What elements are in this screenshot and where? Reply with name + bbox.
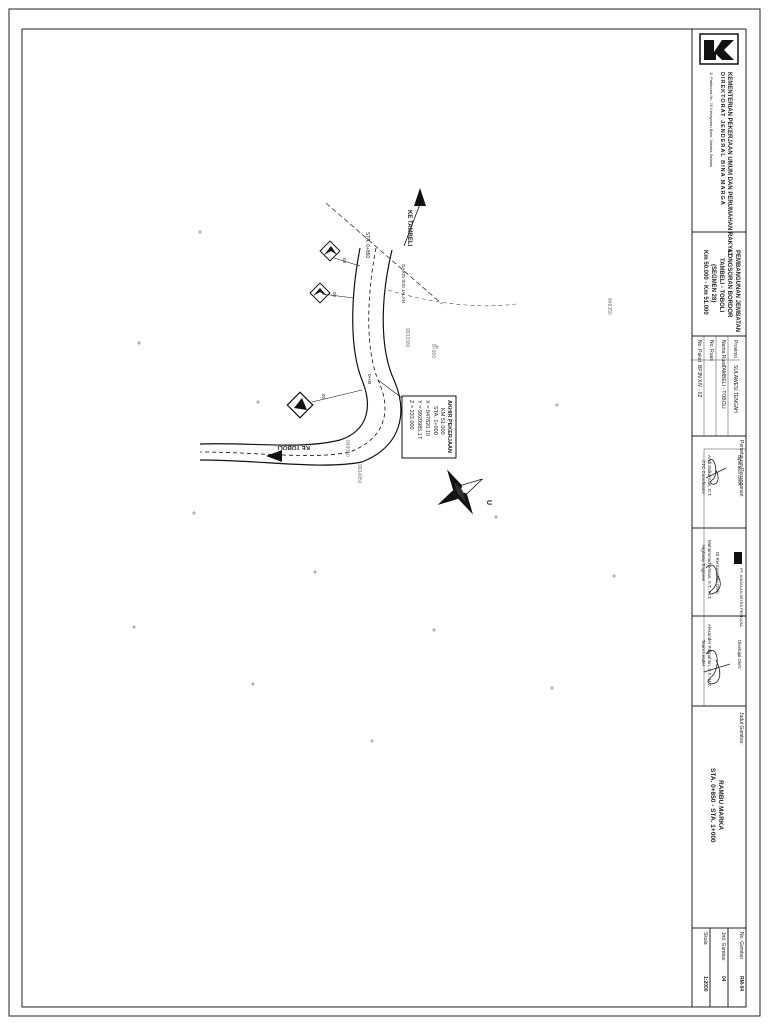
ministry-line2: DIREKTORAT JENDERAL BINA MARGA (719, 72, 725, 206)
drawn-by-label: Di Rencanakan Oleh: (715, 552, 720, 595)
ministry-line1: KEMENTERIAN PEKERJAAN UMUM DAN PERUMAHAN… (726, 72, 732, 257)
destination-north-label: KE TAMBELI (406, 210, 412, 247)
destination-west-label: KE TOBOLI (277, 444, 310, 450)
north-label: U (485, 500, 492, 506)
info-label-2: Nama Ruas (720, 340, 726, 367)
marker-side-label: GARIS SISI JALAN (401, 264, 406, 304)
grid-label-1: 9933380 (404, 328, 410, 348)
project-line1: PEMBANGUNAN JEMBATAN (734, 250, 740, 333)
sign-chevron-1 (319, 240, 341, 262)
endpoint-km: KM 51.000 (439, 408, 445, 435)
info-label-0: No. Paket (696, 340, 702, 362)
sign-label-3: 02 (321, 394, 326, 400)
approved-by-name: Alexander Pakpahan, S.T., M.T. (707, 624, 712, 688)
drawing-no-label: No. Gambar (738, 932, 744, 960)
drawing-title-label: Judul Gambar: (738, 712, 744, 745)
info-value-0: BPJN XIV - 02 (696, 365, 702, 398)
sign-chevron-2 (309, 282, 331, 304)
grid-label-4: 9934950 (356, 464, 362, 484)
endpoint-box (401, 395, 457, 459)
scale-value: 1:2000 (702, 976, 708, 992)
drawn-by-name: Muhammad Ikhsan, S.T., M.T. (707, 540, 712, 600)
drawn-by-company: PT. ANDALAN MITRA PERKASA (739, 568, 744, 627)
boundary-line (325, 202, 443, 305)
project-line5: Km 50.000 - Km 51.000 (702, 250, 708, 315)
road-direction-arrow (414, 188, 426, 206)
sheet-count-label: Jml. Gambar (720, 932, 726, 961)
designer-signature (705, 564, 721, 595)
drawing-title: RAMBU MARKA (717, 780, 724, 831)
grid-crosses (132, 230, 616, 743)
project-line3: TAMBELI - TOBOLI (718, 258, 724, 313)
station-start-label: STA. 0+850 (364, 232, 370, 259)
marker-label: 0+00 (367, 374, 372, 385)
drawing-subtitle: STA. 0+850 - STA. 1+000 (709, 768, 716, 843)
sign-warning (286, 391, 314, 419)
road-alignment (199, 247, 402, 466)
sheet-count: 04 (720, 976, 726, 982)
inner-border (21, 28, 747, 1008)
drawing-no: RM-04 (738, 976, 744, 992)
outer-border (8, 8, 761, 1017)
endpoint-z: Z = 233.000 (408, 400, 414, 430)
endpoint-x: X = 847820.10 (424, 400, 430, 436)
scale-label: Skala (702, 932, 708, 945)
approver-signature (703, 650, 731, 685)
approved-by-role: Team Leader (701, 640, 706, 667)
grid-label-3: 849050 (344, 440, 350, 457)
info-value-3: SULAWESI TENGAH (732, 365, 738, 413)
endpoint-y: Y = 9920985.17 (416, 400, 422, 439)
endpoint-title: AKHIR PEKERJAAN (446, 400, 452, 453)
project-line4: (SEGMEN 28) (710, 264, 716, 303)
approved-by-label: Disetujui Oleh: (737, 640, 742, 670)
endpoint-sta: STA. 1+000 (432, 406, 438, 435)
checked-by-role: CTC Coordinator (701, 460, 706, 495)
checker-signature (705, 459, 727, 485)
drawn-by-role: Highway Engineer (701, 545, 706, 582)
ministry-logo (699, 33, 739, 65)
grid-label-2: 849350 (606, 298, 612, 315)
info-value-2: TAMBELI - TOBOLI (720, 365, 726, 409)
contour-line (387, 289, 517, 307)
project-line2: LONGSORAN BORDOR (726, 250, 732, 318)
compass-rose (437, 469, 483, 515)
ministry-address: Jl. Pattimura No. 20 Kebayoran Baru, Jak… (709, 72, 714, 168)
sign-label-1: 03 (342, 258, 347, 264)
road-direction-arrow-west (266, 450, 282, 462)
checked-by-label: Diperiksa Oleh: (737, 455, 742, 486)
info-label-3: Provinsi (732, 340, 738, 358)
grid-label-5: 8+900 (430, 344, 436, 359)
sign-label-2: 03 (332, 292, 337, 298)
checked-by-name: Andi Zulkarnain, S.T. (707, 455, 712, 497)
company-logo (734, 552, 742, 564)
info-label-1: No. Ruas (708, 340, 714, 361)
